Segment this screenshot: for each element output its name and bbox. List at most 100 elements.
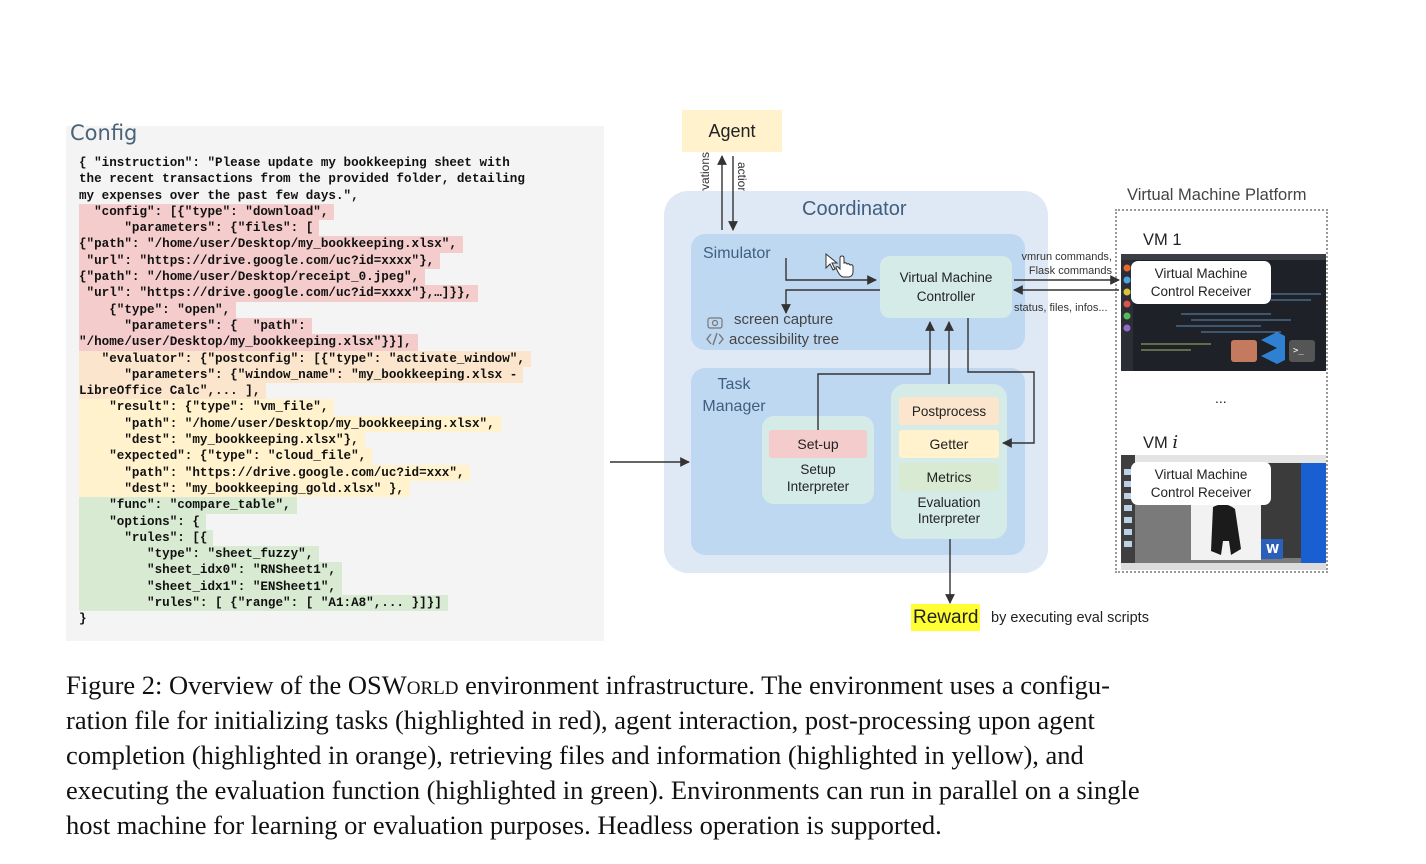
- config-line-text: "url": "https://drive.google.com/uc?id=x…: [79, 285, 478, 302]
- config-line: "rules": [ {"range": [ "A1:A8",... }]}]: [79, 595, 531, 612]
- config-line-text: "parameters": { "path":: [79, 317, 312, 335]
- config-line: "dest": "my_bookkeeping.xlsx"},: [79, 432, 531, 449]
- config-line-text: { "instruction": "Please update my bookk…: [79, 156, 510, 170]
- screen-capture-label: screen capture: [734, 311, 834, 328]
- caption-text: Figure 2: Overview of the: [66, 670, 348, 700]
- config-line-text: "parameters": {"files": [: [79, 220, 320, 237]
- commands-label: vmrun commands, Flask commands: [1021, 251, 1112, 277]
- svg-text:W: W: [1266, 542, 1279, 556]
- caption-text: OSWorld: [347, 670, 459, 700]
- config-line-text: "rules": [{: [79, 529, 214, 547]
- config-line: "parameters": { "path":: [79, 317, 531, 335]
- caption-text: completion (highlighted in orange), retr…: [66, 740, 1084, 770]
- config-line: "parameters": {"window_name": "my_bookke…: [79, 366, 531, 384]
- config-line: "path": "/home/user/Desktop/my_bookkeepi…: [79, 415, 531, 433]
- reward-description: by executing eval scripts: [991, 610, 1149, 626]
- config-line: { "instruction": "Please update my bookk…: [79, 155, 531, 171]
- config-line: "sheet_idx1": "ENSheet1",: [79, 578, 531, 596]
- config-line-text: {"path": "/home/user/Desktop/my_bookkeep…: [79, 236, 463, 253]
- caption-line: completion (highlighted in orange), retr…: [66, 738, 1356, 773]
- config-line: "parameters": {"files": [: [79, 220, 531, 237]
- config-line: "expected": {"type": "cloud_file",: [79, 448, 531, 465]
- config-line: "result": {"type": "vm_file",: [79, 399, 531, 416]
- vm1-label: VM 1: [1143, 231, 1182, 249]
- agent-box: Agent: [682, 110, 782, 152]
- config-line-text: }: [79, 612, 87, 627]
- config-line: LibreOffice Calc",... ],: [79, 383, 531, 400]
- status-label: status, files, infos...: [1014, 302, 1108, 314]
- config-line: "/home/user/Desktop/my_bookkeeping.xlsx"…: [79, 334, 531, 351]
- config-line-text: "func": "compare_table",: [79, 497, 297, 514]
- vm-ellipsis: ...: [1215, 390, 1227, 406]
- config-line-text: "result": {"type": "vm_file",: [79, 399, 335, 416]
- config-line-text: "expected": {"type": "cloud_file",: [79, 448, 373, 465]
- config-line-text: LibreOffice Calc",... ],: [79, 383, 267, 400]
- config-line-text: "path": "https://drive.google.com/uc?id=…: [79, 464, 471, 481]
- caption-text: host machine for learning or evaluation …: [66, 810, 942, 840]
- config-line: }: [79, 611, 531, 627]
- figure-caption: Figure 2: Overview of the OSWorld enviro…: [66, 668, 1356, 843]
- config-line-text: "config": [{"type": "download",: [79, 203, 335, 221]
- vm1-control-receiver: Virtual Machine Control Receiver: [1131, 261, 1271, 304]
- config-line-text: "evaluator": {"postconfig": [{"type": "a…: [79, 350, 531, 367]
- config-code-block: { "instruction": "Please update my bookk…: [79, 155, 531, 628]
- config-line: my expenses over the past few days.",: [79, 188, 531, 204]
- postprocess-step: Postprocess: [899, 397, 999, 425]
- config-line: "config": [{"type": "download",: [79, 203, 531, 221]
- caption-line: Figure 2: Overview of the OSWorld enviro…: [66, 668, 1356, 703]
- config-line: {"type": "open",: [79, 301, 531, 318]
- accessibility-tree-label: accessibility tree: [729, 331, 840, 348]
- config-line-text: "options": {: [79, 513, 206, 530]
- vm1-screenshot: >_ Virtual Machine Control Receiver: [1121, 254, 1326, 371]
- metrics-step: Metrics: [899, 463, 999, 491]
- svg-text:>_: >_: [1293, 346, 1304, 356]
- config-line-text: "url": "https://drive.google.com/uc?id=x…: [79, 252, 441, 270]
- config-line-text: "type": "sheet_fuzzy",: [79, 546, 320, 563]
- config-line-text: "dest": "my_bookkeeping_gold.xlsx" },: [79, 480, 410, 498]
- caption-text: environment infrastructure. The environm…: [458, 670, 1110, 700]
- config-line: "options": {: [79, 513, 531, 530]
- getter-step: Getter: [899, 430, 999, 458]
- setup-step: Set-up: [769, 430, 867, 458]
- config-line: "type": "sheet_fuzzy",: [79, 546, 531, 563]
- config-line-text: "rules": [ {"range": [ "A1:A8",... }]}]: [79, 595, 448, 612]
- reward-label: Reward: [911, 604, 981, 631]
- config-line: {"path": "/home/user/Desktop/my_bookkeep…: [79, 236, 531, 253]
- config-line: "evaluator": {"postconfig": [{"type": "a…: [79, 350, 531, 367]
- vm-platform-box: [1115, 209, 1328, 573]
- setup-interpreter-label: Setup Interpreter: [786, 462, 850, 494]
- simulator-label: Simulator: [703, 245, 771, 262]
- caption-line: host machine for learning or evaluation …: [66, 808, 1356, 843]
- caption-line: executing the evaluation function (highl…: [66, 773, 1356, 808]
- config-line: "func": "compare_table",: [79, 497, 531, 514]
- config-line-text: my expenses over the past few days.",: [79, 188, 359, 203]
- vm-platform-label: Virtual Machine Platform: [1127, 186, 1307, 204]
- vmi-screenshot: W Virtual Machine Control Receiver: [1121, 455, 1326, 570]
- task-manager-label: Task Manager: [702, 376, 766, 415]
- config-line: "sheet_idx0": "RNSheet1",: [79, 562, 531, 579]
- vmi-label: VM i: [1143, 432, 1179, 453]
- vm-controller-box: Virtual Machine Controller: [880, 256, 1012, 318]
- config-line-text: {"path": "/home/user/Desktop/receipt_0.j…: [79, 269, 426, 286]
- config-line: "rules": [{: [79, 529, 531, 547]
- config-line: "url": "https://drive.google.com/uc?id=x…: [79, 285, 531, 302]
- caption-text: ration file for initializing tasks (high…: [66, 705, 1095, 735]
- coordinator-label: Coordinator: [802, 198, 907, 220]
- config-line: "url": "https://drive.google.com/uc?id=x…: [79, 252, 531, 270]
- config-line: {"path": "/home/user/Desktop/receipt_0.j…: [79, 269, 531, 286]
- caption-line: ration file for initializing tasks (high…: [66, 703, 1356, 738]
- config-line-text: the recent transactions from the provide…: [79, 172, 525, 187]
- config-line-text: "parameters": {"window_name": "my_bookke…: [79, 366, 524, 384]
- config-line-text: "dest": "my_bookkeeping.xlsx"},: [79, 432, 365, 449]
- config-line-text: "sheet_idx0": "RNSheet1",: [79, 562, 342, 579]
- config-line-text: "path": "/home/user/Desktop/my_bookkeepi…: [79, 415, 501, 433]
- config-line: the recent transactions from the provide…: [79, 171, 531, 187]
- config-line-text: "sheet_idx1": "ENSheet1",: [79, 578, 342, 596]
- actions-label: actions: [735, 162, 749, 201]
- config-line: "path": "https://drive.google.com/uc?id=…: [79, 464, 531, 481]
- config-line: "dest": "my_bookkeeping_gold.xlsx" },: [79, 480, 531, 498]
- evaluation-interpreter-label: Evaluation Interpreter: [917, 495, 981, 526]
- vmi-control-receiver: Virtual Machine Control Receiver: [1131, 462, 1271, 505]
- caption-text: executing the evaluation function (highl…: [66, 775, 1140, 805]
- config-line-text: "/home/user/Desktop/my_bookkeeping.xlsx"…: [79, 334, 418, 351]
